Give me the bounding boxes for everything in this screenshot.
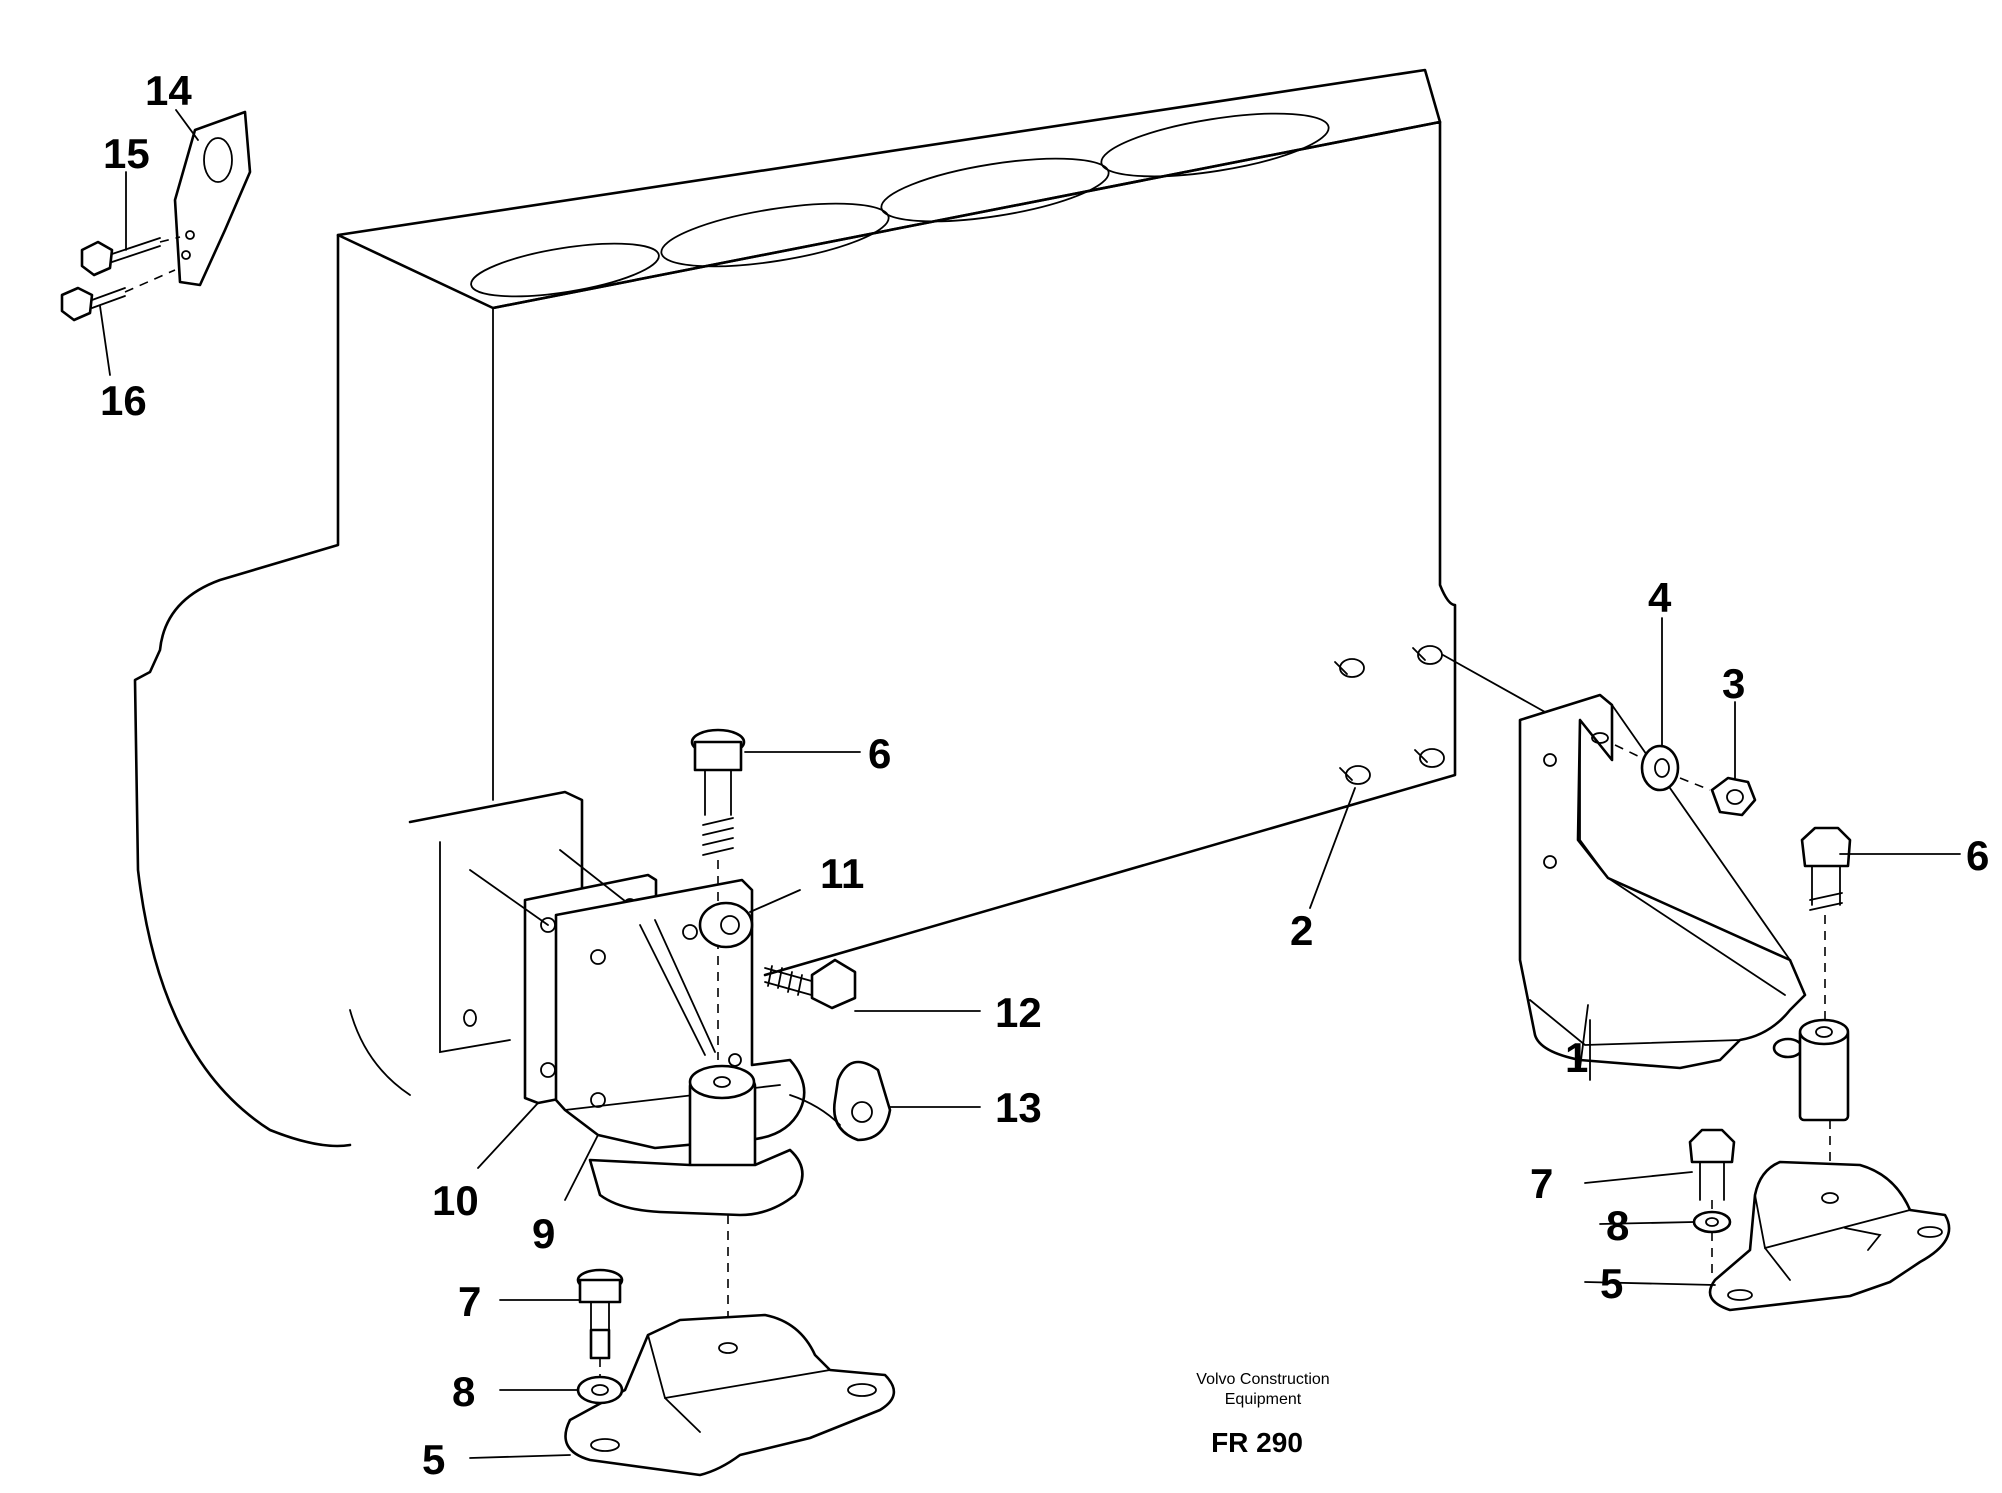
- callout-7-right: 7: [1530, 1160, 1553, 1207]
- callout-1: 1: [1565, 1034, 1588, 1081]
- washer-8-right: [1692, 1210, 1732, 1280]
- callout-5-right: 5: [1600, 1260, 1623, 1307]
- washer-11: [698, 901, 754, 949]
- callout-7-left: 7: [458, 1278, 481, 1325]
- callout-15: 15: [103, 130, 150, 177]
- lifting-eye-bracket: [173, 110, 252, 287]
- callout-14: 14: [145, 67, 192, 114]
- bolt-12: [764, 958, 857, 1010]
- callout-5-left: 5: [422, 1436, 445, 1483]
- callout-10: 10: [432, 1177, 479, 1224]
- callout-6-left: 6: [868, 730, 891, 777]
- credit-line-2: Equipment: [1225, 1391, 1302, 1408]
- credit-line-1: Volvo Construction: [1196, 1371, 1329, 1388]
- left-rubber-mount-5: [564, 1313, 896, 1477]
- callout-12: 12: [995, 989, 1042, 1036]
- callout-2: 2: [1290, 907, 1313, 954]
- bolt-15: [80, 236, 181, 277]
- washer-8-left: [576, 1375, 624, 1405]
- callout-6-right: 6: [1966, 832, 1989, 879]
- left-bracket-9: [554, 878, 806, 1217]
- callout-11: 11: [820, 850, 864, 897]
- callout-13: 13: [995, 1084, 1042, 1131]
- block-bolt-holes: [1334, 645, 1445, 785]
- callout-3: 3: [1722, 660, 1745, 707]
- right-bracket-1: [1518, 693, 1850, 1122]
- nut-3: [1679, 776, 1757, 817]
- callout-labels: 14 15 16 6 11 12 13 10 9 7 8 5 2 4 3 6 1…: [100, 67, 1989, 1483]
- right-rubber-mount-5: [1708, 1160, 1951, 1312]
- leader-lines: [99, 109, 1961, 1459]
- figure-number: FR 290: [1211, 1427, 1303, 1458]
- lug-13: [789, 1060, 892, 1142]
- bolt-7-left: [576, 1268, 624, 1380]
- callout-8-left: 8: [452, 1368, 475, 1415]
- bolt-7-right: [1688, 1128, 1736, 1212]
- bolt-6-left: [690, 728, 746, 1060]
- figure-credit: Volvo Construction Equipment FR 290: [1196, 1371, 1329, 1458]
- bolt-6-right: [1800, 826, 1852, 1025]
- callout-8-right: 8: [1606, 1202, 1629, 1249]
- bolt-16: [60, 269, 176, 322]
- callout-16: 16: [100, 377, 147, 424]
- callout-9: 9: [532, 1210, 555, 1257]
- washer-4: [1614, 744, 1680, 792]
- callout-4: 4: [1648, 574, 1672, 621]
